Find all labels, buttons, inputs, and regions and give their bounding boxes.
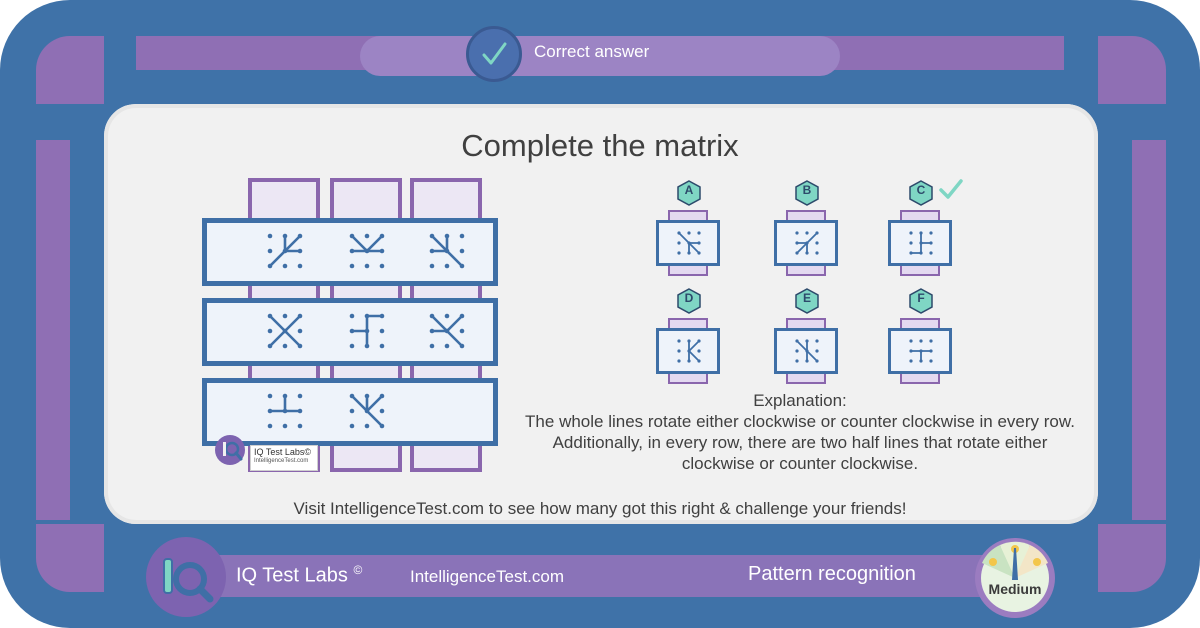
explanation-heading: Explanation:: [753, 391, 847, 410]
frame-decor: [1098, 524, 1166, 592]
visit-text[interactable]: Visit IntelligenceTest.com to see how ma…: [293, 499, 907, 518]
footer-bar: [165, 555, 1045, 597]
page-title: Complete the matrix: [461, 128, 739, 163]
correct-check-icon: [939, 179, 963, 199]
option-letter: B: [802, 183, 812, 197]
difficulty-gauge-icon: [975, 538, 1055, 618]
option-glyph: [795, 231, 819, 255]
frame-decor: [36, 36, 104, 104]
answer-option-e[interactable]: E: [774, 288, 838, 408]
footer-site-link[interactable]: IntelligenceTest.com: [410, 567, 565, 586]
hexagon-icon: [909, 288, 933, 314]
option-letter: E: [802, 291, 811, 305]
matrix-row: [202, 378, 498, 446]
hexagon-icon: [677, 180, 701, 206]
answer-option-f[interactable]: F: [888, 288, 952, 408]
hexagon-icon: [795, 180, 819, 206]
matrix-cell-glyph: [429, 233, 465, 269]
matrix-cell-glyph: [349, 233, 385, 269]
answer-option-d[interactable]: D: [656, 288, 720, 408]
difficulty-badge: Medium: [988, 581, 1042, 597]
matrix-cell-glyph: [267, 393, 303, 429]
option-glyph: [677, 231, 701, 255]
matrix-cell-glyph: [349, 393, 385, 429]
option-letter: C: [916, 183, 926, 197]
watermark-site: IntelligenceTest.com: [254, 458, 309, 464]
option-glyph: [677, 339, 701, 363]
matrix-cell-glyph: [429, 313, 465, 349]
option-glyph: [909, 231, 933, 255]
category-label: Pattern recognition: [748, 563, 916, 585]
brand-logo[interactable]: [146, 537, 226, 617]
footer-brand: IQ Test Labs ©: [236, 563, 362, 588]
status-badge: [466, 26, 522, 82]
matrix-cell-glyph: [349, 313, 385, 349]
answer-option-b[interactable]: B: [774, 180, 838, 300]
answer-option-a[interactable]: A: [656, 180, 720, 300]
watermark-label: IQ Test Labs© IntelligenceTest.com: [250, 445, 318, 471]
option-letter: A: [684, 183, 694, 197]
brand-name: IQ Test Labs: [236, 564, 348, 587]
option-letter: F: [917, 291, 925, 305]
explanation-text: The whole lines rotate either clockwise …: [525, 412, 1075, 473]
frame-decor: [1132, 140, 1166, 520]
hexagon-icon: [909, 180, 933, 206]
checkmark-icon: [482, 42, 507, 65]
option-glyph: [795, 339, 819, 363]
watermark-logo-icon: [215, 435, 245, 465]
frame-decor: [36, 140, 70, 520]
matrix-cell-glyph: [267, 233, 303, 269]
status-label: Correct answer: [534, 42, 650, 61]
watermark-brand: IQ Test Labs©: [254, 447, 311, 457]
frame-decor: [36, 524, 104, 592]
answer-option-c[interactable]: C: [888, 179, 963, 300]
explanation: Explanation: The whole lines rotate eith…: [520, 390, 1080, 474]
hexagon-icon: [677, 288, 701, 314]
frame-decor: [1098, 36, 1166, 104]
magnifier-logo-icon: [163, 558, 214, 603]
status-pill: [360, 36, 840, 76]
matrix-cell-glyph: [267, 313, 303, 349]
option-letter: D: [684, 291, 694, 305]
hexagon-icon: [795, 288, 819, 314]
copyright-mark: ©: [353, 563, 363, 577]
option-glyph: [909, 339, 933, 363]
puzzle-matrix: IQ Test Labs© IntelligenceTest.com: [200, 178, 500, 474]
